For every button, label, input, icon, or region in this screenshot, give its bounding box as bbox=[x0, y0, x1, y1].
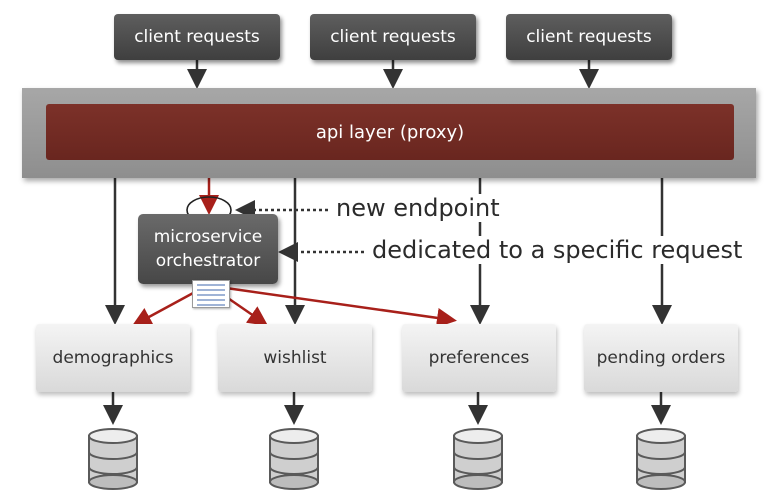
service-label: preferences bbox=[428, 348, 530, 368]
client-requests-box-3: client requests bbox=[506, 14, 672, 60]
orchestrator-label-line2: orchestrator bbox=[155, 251, 261, 271]
service-wishlist: wishlist bbox=[218, 324, 372, 392]
new-endpoint-annotation: new endpoint bbox=[330, 194, 506, 222]
orchestrator-to-demographics-arrow bbox=[131, 290, 196, 327]
orchestrator-label-line1: microservice bbox=[153, 227, 263, 247]
api-layer-label: api layer (proxy) bbox=[315, 121, 465, 143]
database-icon bbox=[269, 428, 319, 490]
client-requests-box-1: client requests bbox=[114, 14, 280, 60]
api-layer-box: api layer (proxy) bbox=[46, 104, 734, 160]
orchestrator-to-preferences-arrow bbox=[225, 286, 457, 328]
service-label: pending orders bbox=[596, 348, 726, 368]
client-requests-label: client requests bbox=[526, 27, 652, 47]
client-requests-label: client requests bbox=[134, 27, 260, 47]
microservice-orchestrator-box: microservice orchestrator bbox=[138, 214, 278, 284]
service-pending-orders: pending orders bbox=[584, 324, 738, 392]
service-preferences: preferences bbox=[402, 324, 556, 392]
database-icon bbox=[88, 428, 138, 490]
service-label: wishlist bbox=[263, 348, 327, 368]
dedicated-annotation: dedicated to a specific request bbox=[366, 236, 749, 264]
database-icon bbox=[636, 428, 686, 490]
document-icon bbox=[192, 280, 230, 308]
service-label: demographics bbox=[52, 348, 174, 368]
client-requests-box-2: client requests bbox=[310, 14, 476, 60]
service-demographics: demographics bbox=[36, 324, 190, 392]
database-icon bbox=[453, 428, 503, 490]
client-requests-label: client requests bbox=[330, 27, 456, 47]
